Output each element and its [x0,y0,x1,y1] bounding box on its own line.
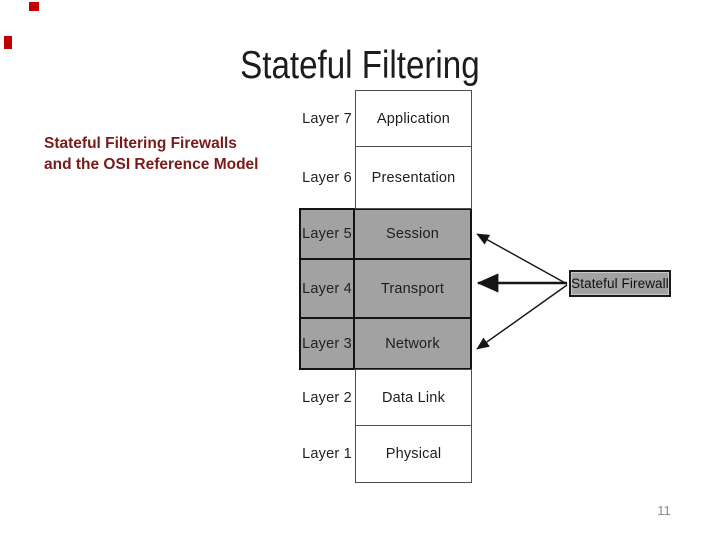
osi-row-layer5: Layer 5 Session [301,210,470,258]
arrow-to-session [476,233,568,285]
slide-title: Stateful Filtering [0,44,720,88]
osi-model-diagram: Layer 7 Application Layer 6 Presentation… [299,90,472,483]
layer-label: Layer 2 [302,389,352,406]
osi-highlighted-layers-block: Layer 5 Session Layer 4 Transport Layer … [299,208,472,370]
osi-row-layer7: Layer 7 Application [299,90,472,147]
layer-label: Layer 6 [302,169,352,186]
firewall-arrows [476,233,568,350]
layer-label: Layer 3 [301,319,355,368]
slide-title-text: Stateful Filtering [240,44,480,87]
osi-row-layer1: Layer 1 Physical [299,425,472,483]
layer-label: Layer 1 [302,446,352,462]
layer-name-box: Application [355,90,472,147]
red-corner-mark-side [4,36,12,49]
stateful-firewall-box: Stateful Firewall [569,270,671,297]
layer-label: Layer 4 [301,260,355,317]
red-corner-mark-top [29,2,39,11]
osi-row-layer2: Layer 2 Data Link [299,369,472,426]
osi-row-layer3: Layer 3 Network [301,317,470,368]
layer-name-box: Session [386,226,439,242]
osi-row-layer4: Layer 4 Transport [301,258,470,317]
layer-name-box: Transport [380,280,445,297]
layer-name-box: Network [385,335,440,352]
layer-label: Layer 5 [301,210,355,258]
layer-label: Layer 7 [302,110,352,127]
arrow-to-network [476,284,568,350]
subtitle-line-2: and the OSI Reference Model [44,156,259,173]
layer-name-box: Data Link [355,369,472,426]
page-number: 11 [657,503,671,518]
layer-name-box: Presentation [355,146,472,209]
subtitle-line-1: Stateful Filtering Firewalls [44,135,237,152]
osi-row-layer6: Layer 6 Presentation [299,146,472,209]
layer-name-box: Physical [355,425,472,483]
slide-subtitle: Stateful Filtering Firewalls and the OSI… [44,133,258,175]
